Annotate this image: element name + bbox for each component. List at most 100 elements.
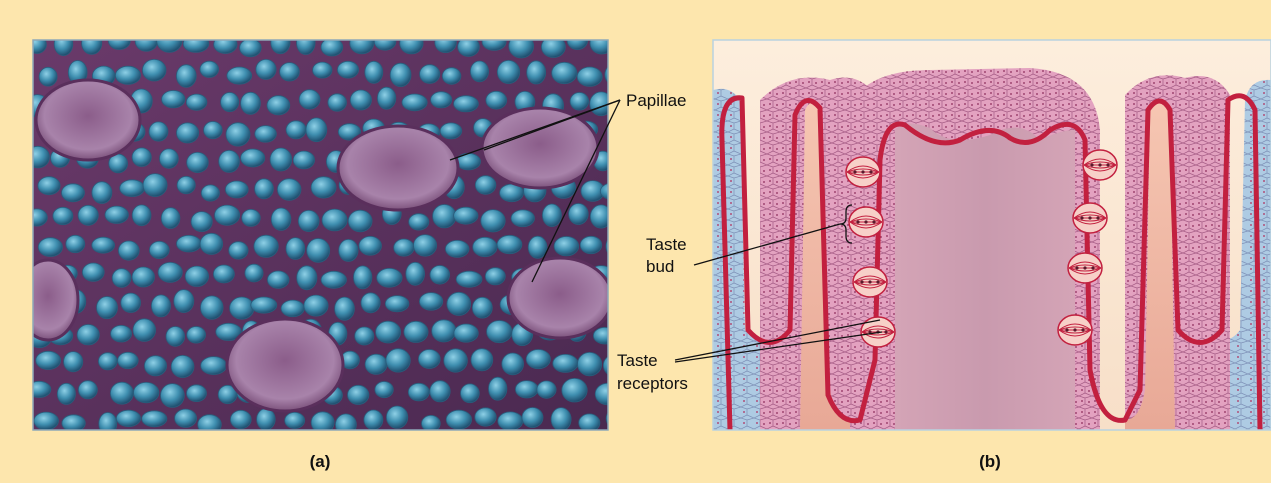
- filiform-papilla: [475, 176, 496, 195]
- filiform-papilla: [271, 31, 290, 53]
- filiform-papilla: [177, 123, 199, 143]
- filiform-papilla: [304, 295, 328, 316]
- filiform-papilla: [77, 325, 99, 345]
- filiform-papilla: [200, 61, 219, 77]
- filiform-papilla: [578, 352, 602, 375]
- taste-bud: [1058, 315, 1092, 345]
- filiform-papilla: [162, 91, 185, 108]
- filiform-papilla: [118, 241, 139, 260]
- filiform-papilla: [306, 118, 327, 142]
- filiform-papilla: [390, 63, 411, 86]
- filiform-papilla: [183, 35, 209, 53]
- filiform-papilla: [445, 240, 469, 257]
- filiform-papilla: [420, 65, 440, 84]
- filiform-papilla: [142, 411, 167, 427]
- filiform-papilla: [348, 385, 369, 404]
- filiform-papilla: [321, 38, 343, 56]
- taste-receptors-label-line1: Taste: [617, 351, 658, 370]
- filiform-papilla: [78, 381, 97, 399]
- filiform-papilla: [158, 262, 182, 282]
- filiform-papilla: [267, 271, 289, 288]
- filiform-papilla: [377, 268, 402, 287]
- filiform-papilla: [414, 235, 437, 257]
- filiform-papilla: [487, 321, 512, 343]
- filiform-papilla: [271, 208, 291, 230]
- taste-bud-label-line1: Taste: [646, 235, 687, 254]
- filiform-papilla: [92, 182, 112, 204]
- filiform-papilla: [364, 410, 383, 430]
- filiform-papilla: [297, 266, 317, 290]
- filiform-papilla: [409, 214, 429, 230]
- filiform-papilla: [311, 177, 336, 198]
- filiform-papilla: [26, 146, 49, 168]
- filiform-papilla: [198, 415, 222, 435]
- filiform-papilla: [285, 412, 305, 428]
- filiform-papilla: [160, 149, 179, 168]
- filiform-papilla: [386, 406, 407, 428]
- filiform-papilla: [241, 149, 265, 167]
- filiform-papilla: [473, 237, 497, 256]
- filiform-papilla: [215, 205, 240, 225]
- filiform-papilla: [355, 327, 374, 345]
- filiform-papilla: [78, 205, 98, 225]
- filiform-papilla: [36, 351, 61, 369]
- taste-bud: [853, 267, 887, 297]
- filiform-papilla: [489, 377, 507, 400]
- filiform-papilla: [201, 185, 219, 201]
- filiform-papilla: [502, 353, 524, 375]
- filiform-papilla: [132, 267, 154, 287]
- filiform-papilla: [444, 349, 468, 372]
- filiform-papilla: [116, 410, 140, 426]
- filiform-papilla: [375, 382, 393, 398]
- filiform-papilla: [227, 67, 252, 84]
- filiform-papilla: [142, 59, 166, 81]
- filiform-papilla: [62, 184, 85, 202]
- filiform-papilla: [225, 181, 248, 198]
- caption-b: (b): [979, 452, 1001, 471]
- filiform-papilla: [442, 68, 461, 85]
- filiform-papilla: [186, 94, 207, 110]
- filiform-papilla: [402, 94, 427, 111]
- filiform-papilla: [132, 148, 151, 167]
- filiform-papilla: [339, 239, 358, 261]
- filiform-papilla: [432, 320, 456, 342]
- filiform-papilla: [606, 409, 625, 429]
- filiform-papilla: [257, 409, 276, 430]
- filiform-papilla: [105, 206, 128, 223]
- filiform-papilla: [419, 293, 442, 311]
- filiform-papilla: [54, 33, 73, 56]
- filiform-papilla: [515, 381, 538, 398]
- filiform-papilla: [486, 91, 507, 109]
- filiform-papilla: [313, 62, 332, 78]
- filiform-papilla: [62, 415, 85, 432]
- filiform-papilla: [118, 352, 139, 368]
- filiform-papilla: [286, 238, 305, 260]
- filiform-papilla: [376, 321, 401, 343]
- papilla-core: [895, 123, 1075, 430]
- filiform-papilla: [242, 209, 261, 226]
- filiform-papilla: [454, 96, 479, 112]
- filiform-papilla: [177, 176, 195, 193]
- filiform-papilla: [579, 414, 600, 432]
- micrograph-panel: [18, 29, 629, 436]
- filiform-papilla: [57, 383, 75, 404]
- filiform-papilla: [204, 122, 223, 139]
- filiform-papilla: [151, 295, 170, 317]
- filiform-papilla: [404, 321, 428, 342]
- filiform-papilla: [322, 209, 347, 231]
- filiform-papilla: [470, 61, 488, 82]
- filiform-papilla: [219, 150, 240, 172]
- filiform-papilla: [171, 355, 194, 377]
- filiform-papilla: [580, 236, 602, 253]
- filiform-papilla: [435, 33, 457, 53]
- filiform-papilla: [569, 204, 589, 225]
- filiform-papilla: [92, 237, 115, 253]
- filiform-papilla: [214, 35, 237, 53]
- filiform-papilla: [161, 208, 180, 229]
- filiform-papilla: [53, 207, 73, 224]
- filiform-papilla: [526, 350, 550, 369]
- filiform-papilla: [475, 408, 496, 426]
- filiform-papilla: [359, 236, 382, 255]
- filiform-papilla: [350, 33, 374, 54]
